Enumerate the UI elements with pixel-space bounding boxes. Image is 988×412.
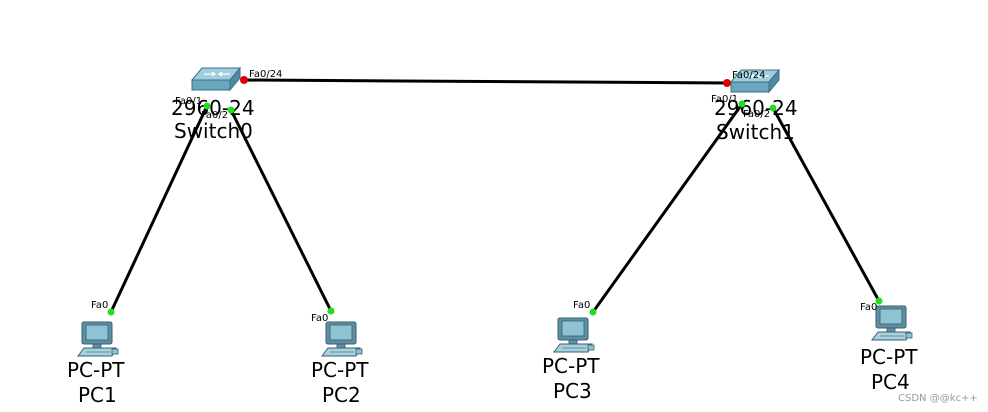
switch1-model-label: 2960-24 — [714, 96, 798, 120]
link-switch1-pc4[interactable] — [771, 106, 881, 303]
pc2-model-label: PC-PT — [311, 358, 369, 382]
switch1-name-label: Switch1 — [716, 120, 795, 144]
port-label-pc2-fa0: Fa0 — [311, 313, 328, 324]
port-label-switch1-fa0-2: Fa0/2 — [743, 109, 770, 120]
pc2-name-label: PC2 — [322, 383, 361, 407]
link-switch0-switch1[interactable] — [242, 78, 729, 85]
pc-icon — [77, 321, 119, 357]
port-status-dot-switch0-fa0-2 — [227, 106, 235, 114]
port-status-dot-pc4-fa0 — [875, 297, 883, 305]
switch0-model-label: 2960-24 — [171, 96, 255, 120]
pc1-name-label: PC1 — [78, 383, 117, 407]
link-switch1-pc3[interactable] — [591, 102, 744, 314]
port-label-switch0-fa0-1: Fa0/1 — [175, 96, 202, 107]
port-status-dot-switch1-fa0-1 — [738, 100, 746, 108]
pc-icon — [871, 305, 913, 341]
port-status-dot-pc3-fa0 — [589, 308, 597, 316]
switch-icon — [191, 67, 241, 91]
pc3-model-label: PC-PT — [542, 354, 600, 378]
pc-icon — [553, 317, 595, 353]
pc4-name-label: PC4 — [871, 370, 910, 394]
pc2-device[interactable]: PC-PT PC2 — [311, 321, 369, 407]
port-label-pc3-fa0: Fa0 — [573, 300, 590, 311]
port-status-dot-switch0-fa0-24 — [240, 76, 248, 84]
pc4-model-label: PC-PT — [860, 345, 918, 369]
port-status-dot-switch1-fa0-24 — [723, 79, 731, 87]
port-label-switch0-fa0-24: Fa0/24 — [249, 69, 282, 80]
watermark: CSDN @@kc++ — [898, 393, 978, 404]
port-status-dot-switch1-fa0-2 — [769, 104, 777, 112]
switch0-device[interactable]: 2960-24 Switch0 — [171, 67, 255, 143]
port-label-pc4-fa0: Fa0 — [860, 302, 877, 313]
port-label-switch0-fa0-2: Fa0/2 — [201, 110, 228, 121]
port-label-switch1-fa0-24: Fa0/24 — [732, 70, 765, 81]
pc3-device[interactable]: PC-PT PC3 — [542, 317, 600, 403]
pc4-device[interactable]: PC-PT PC4 — [860, 305, 918, 394]
pc3-name-label: PC3 — [553, 379, 592, 403]
port-label-switch1-fa0-1: Fa0/1 — [711, 94, 738, 105]
port-status-dot-switch0-fa0-1 — [203, 102, 211, 110]
pc-icon — [321, 321, 363, 357]
pc1-model-label: PC-PT — [67, 358, 125, 382]
port-status-dot-pc2-fa0 — [327, 307, 335, 315]
pc1-device[interactable]: PC-PT PC1 — [67, 321, 125, 407]
port-label-pc1-fa0: Fa0 — [91, 300, 108, 311]
link-switch0-pc1[interactable] — [109, 104, 209, 314]
switch1-device[interactable]: 2960-24 Switch1 — [714, 69, 798, 144]
switch0-name-label: Switch0 — [174, 119, 253, 143]
link-switch0-pc2[interactable] — [229, 108, 333, 313]
port-status-dot-pc1-fa0 — [107, 308, 115, 316]
